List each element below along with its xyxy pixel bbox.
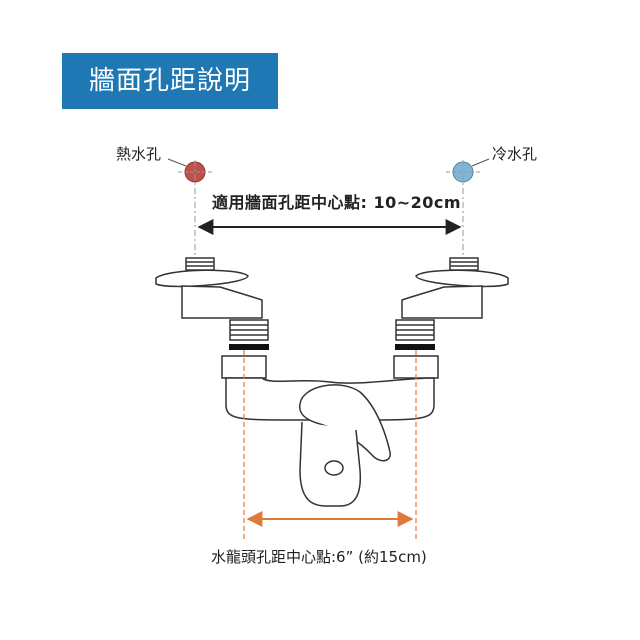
- right-wall-fitting: [395, 257, 509, 341]
- faucet-body: [221, 355, 439, 507]
- cold-label-leader: [471, 158, 490, 167]
- cold-water-label: 冷水孔: [492, 145, 538, 163]
- left-washer: [229, 344, 269, 350]
- spout-outlet: [324, 460, 344, 476]
- faucet-center-label: 水龍頭孔距中心點:6” (約15cm): [211, 548, 427, 566]
- title-banner: 牆面孔距說明: [62, 53, 278, 109]
- wall-spacing-label: 適用牆面孔距中心點: 10~20cm: [212, 193, 462, 212]
- hot-water-label: 熱水孔: [116, 145, 162, 163]
- page-title: 牆面孔距說明: [88, 66, 251, 96]
- right-washer: [395, 344, 435, 350]
- left-wall-fitting: [155, 257, 269, 341]
- hot-label-leader: [167, 158, 187, 167]
